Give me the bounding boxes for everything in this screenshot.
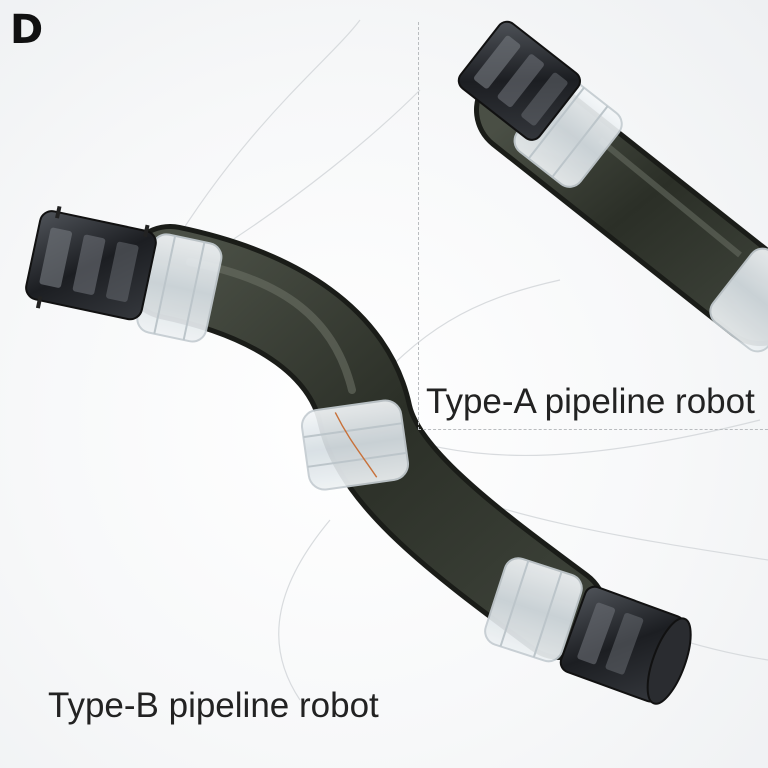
type-b-joint-rear: [484, 557, 583, 663]
panel-letter: D: [10, 7, 44, 53]
type-b-rear-cap: [559, 585, 692, 705]
type-b-body-highlight: [186, 258, 356, 394]
type-a-inset-frame: [418, 22, 768, 430]
type-b-joint-middle: [300, 399, 410, 491]
type-b-robot: [25, 205, 692, 705]
type-a-joint-rear: [709, 247, 768, 353]
type-a-front-cap: [457, 20, 581, 141]
type-a-robot: [457, 20, 768, 353]
type-a-label: Type-A pipeline robot: [426, 382, 755, 421]
type-b-front-cap: [25, 205, 157, 321]
type-b-label: Type-B pipeline robot: [48, 686, 379, 725]
type-b-joint-front: [136, 233, 223, 343]
